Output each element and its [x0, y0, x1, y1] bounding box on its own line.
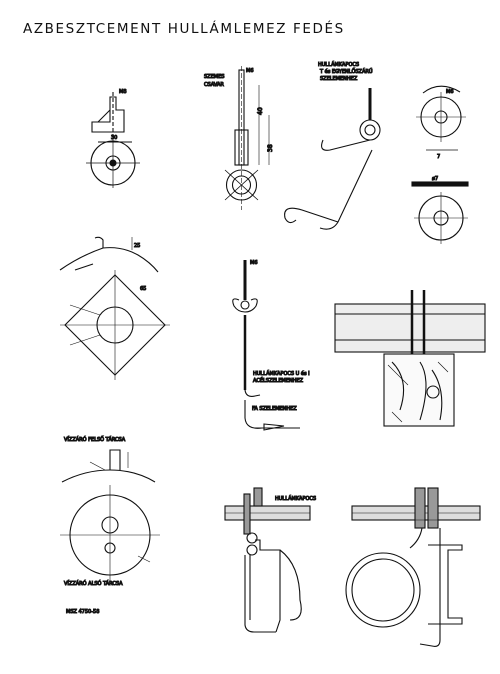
m6-mid-label: M6: [250, 260, 258, 266]
hullamkapocs-mid-2: ACÉLSZELEMENHEZ: [253, 376, 304, 384]
hook-channel-section: [224, 487, 311, 633]
washer-detail-top-right: [411, 85, 469, 244]
hullamkapocs-bottom-label: HULLÁMKAPOCS: [275, 495, 316, 502]
hullamkapocs-top-3: SZELEMENHEZ: [320, 76, 358, 82]
dim-38-label: 38: [267, 144, 274, 152]
fa-szelemen-label: FA SZELEMENHEZ: [252, 406, 297, 412]
wood-purlin-section: [334, 290, 486, 427]
szemes-csavar-label-2: CSAVAR: [204, 82, 224, 88]
m8-label: M8: [119, 89, 127, 95]
dim-30-label: 30: [111, 135, 117, 141]
hook-clip-t-purlin: [284, 88, 381, 230]
dim-65-label: 65: [140, 286, 146, 292]
dim-40-label: 40: [257, 107, 264, 115]
hullamkapocs-mid-1: HULLÁMKAPOCS U és I: [253, 370, 310, 377]
vizzaro-felso-label: VÍZZÁRÓ FELSŐ TÁRCSA: [64, 436, 126, 443]
pipe-ibeam-section: [345, 487, 481, 647]
sealing-disc-drawing: [60, 449, 160, 585]
hullamkapocs-top-2: T és EGYENLŐSZÁRÚ: [319, 68, 373, 75]
hook-clip-u-i-purlin: [232, 260, 300, 431]
dim-7-label: 7: [437, 154, 440, 160]
m6-top-label: M6: [246, 68, 254, 74]
dim-25-label: 25: [134, 243, 140, 249]
hullamkapocs-top-1: HULLÁMKAPOCS: [318, 61, 359, 68]
eye-bolt-drawing: [224, 66, 270, 210]
dim-27-label: ø7: [432, 176, 438, 182]
m6-label-right: M6: [446, 89, 454, 95]
vizzaro-also-label: VÍZZÁRÓ ALSÓ TÁRCSA: [64, 580, 123, 587]
szemes-csavar-label-1: SZEMES: [204, 74, 224, 80]
drawing-title: AZBESZTCEMENT HULLÁMLEMEZ FEDÉS: [23, 21, 345, 37]
diamond-washer-drawing: [59, 236, 170, 380]
standard-label: MSZ 4750-58: [66, 609, 99, 615]
washer-detail-top-left: [86, 92, 140, 188]
